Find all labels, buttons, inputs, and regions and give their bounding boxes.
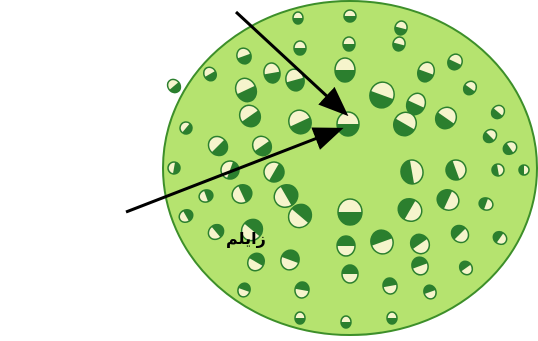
- xylem-label: زايلم: [226, 229, 266, 248]
- vascular-bundle: [341, 316, 351, 328]
- vascular-bundle: [337, 112, 359, 136]
- vascular-bundle: [293, 12, 303, 24]
- vascular-bundle: [335, 58, 355, 82]
- vascular-bundle: [294, 41, 306, 55]
- vascular-bundle: [295, 312, 305, 324]
- vascular-bundle: [344, 10, 356, 22]
- vascular-bundle: [342, 265, 358, 283]
- vascular-bundle: [519, 165, 529, 175]
- vascular-bundle: [338, 199, 362, 225]
- vascular-bundle: [343, 37, 355, 51]
- vascular-bundle: [387, 312, 397, 324]
- vascular-bundle: [165, 77, 183, 95]
- vascular-bundle: [337, 236, 355, 256]
